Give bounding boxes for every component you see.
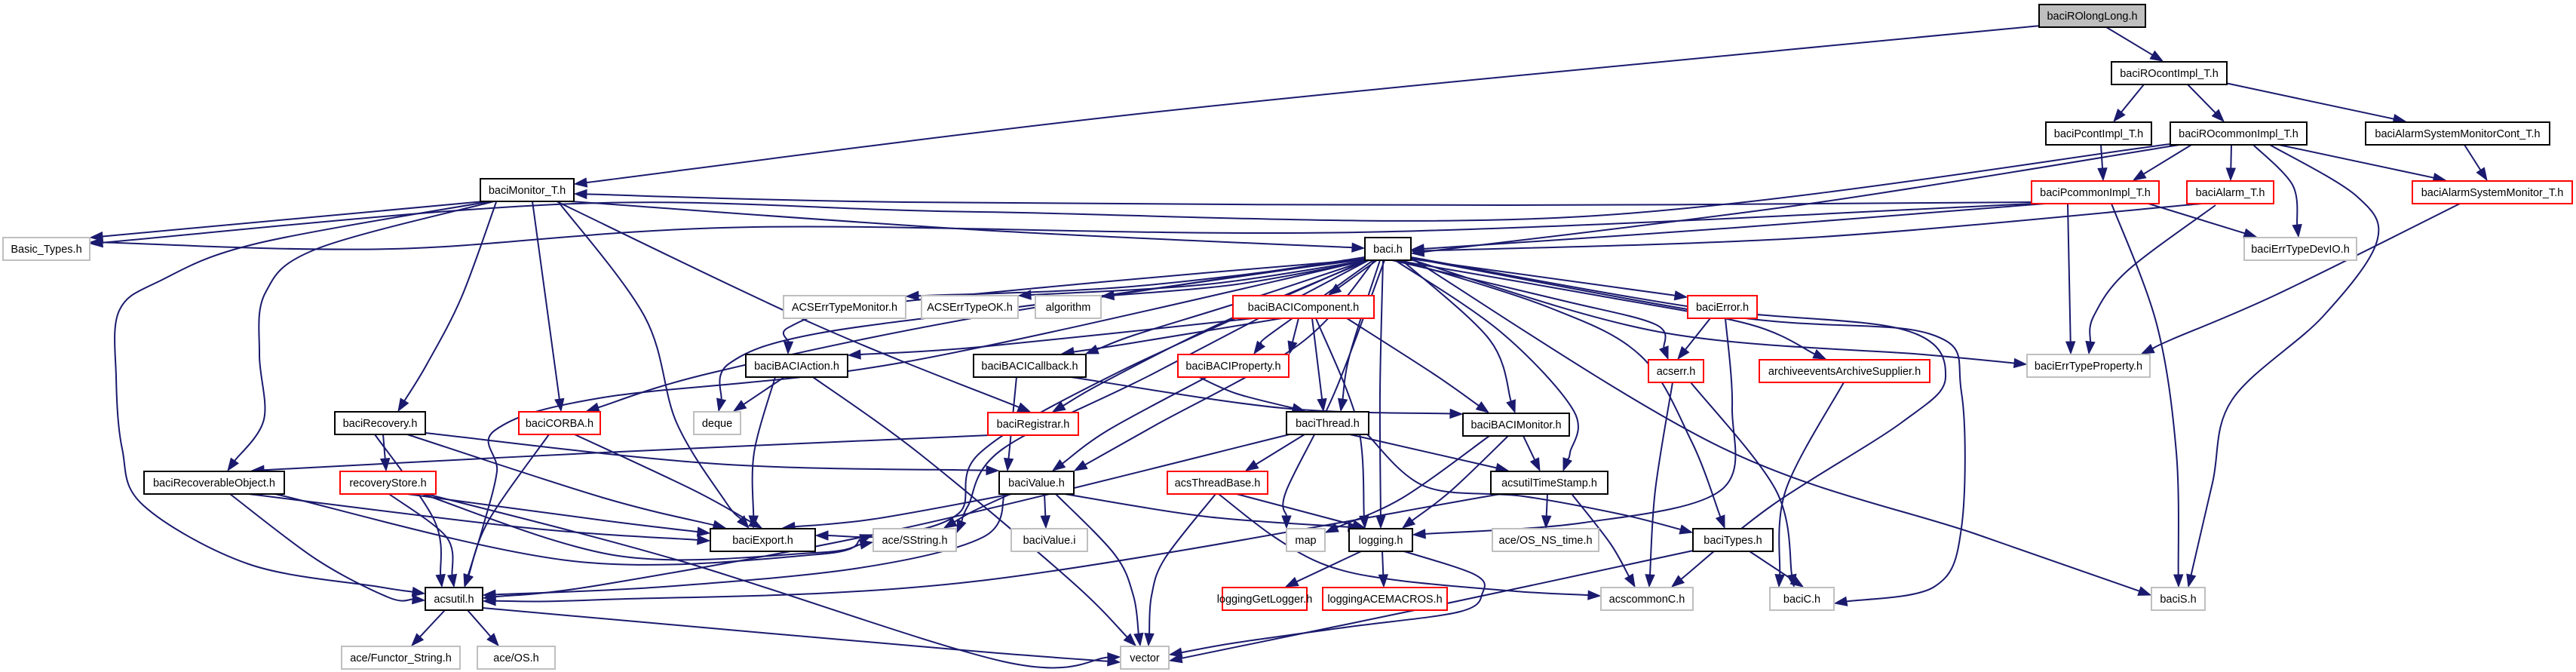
svg-text:baciPcontImpl_T.h: baciPcontImpl_T.h	[2054, 128, 2143, 140]
svg-text:baciRegistrar.h: baciRegistrar.h	[997, 419, 1070, 431]
svg-text:baciAlarm_T.h: baciAlarm_T.h	[2196, 187, 2265, 199]
svg-text:logging.h: logging.h	[1359, 535, 1403, 547]
svg-text:baciAlarmSystemMonitor_T.h: baciAlarmSystemMonitor_T.h	[2421, 187, 2564, 199]
svg-text:vector: vector	[1130, 652, 1160, 664]
svg-text:baciTypes.h: baciTypes.h	[1704, 535, 1762, 547]
svg-text:baciBACIMonitor.h: baciBACIMonitor.h	[1470, 419, 1561, 431]
svg-text:baciBACIAction.h: baciBACIAction.h	[754, 361, 839, 373]
svg-text:baciThread.h: baciThread.h	[1296, 418, 1360, 430]
svg-text:ace/SString.h: ace/SString.h	[882, 535, 947, 547]
svg-text:archiveeventsArchiveSupplier.h: archiveeventsArchiveSupplier.h	[1768, 366, 1921, 378]
svg-text:baciBACIComponent.h: baciBACIComponent.h	[1248, 302, 1360, 314]
svg-text:deque: deque	[702, 418, 732, 430]
svg-text:baciValue.h: baciValue.h	[1008, 477, 1065, 489]
svg-text:algorithm: algorithm	[1046, 302, 1091, 314]
svg-text:Basic_Types.h: Basic_Types.h	[11, 244, 81, 256]
svg-text:recoveryStore.h: recoveryStore.h	[349, 477, 426, 489]
svg-text:baciRecoverableObject.h: baciRecoverableObject.h	[153, 477, 275, 489]
svg-text:ACSErrTypeOK.h: ACSErrTypeOK.h	[927, 302, 1013, 314]
svg-text:baciAlarmSystemMonitorCont_T.h: baciAlarmSystemMonitorCont_T.h	[2375, 128, 2540, 140]
svg-text:baci.h: baci.h	[1373, 244, 1403, 256]
svg-text:baciCORBA.h: baciCORBA.h	[526, 418, 593, 430]
svg-text:baciMonitor_T.h: baciMonitor_T.h	[489, 185, 566, 197]
svg-text:baciBACIProperty.h: baciBACIProperty.h	[1185, 361, 1280, 373]
svg-text:acsutil.h: acsutil.h	[434, 594, 474, 606]
svg-text:baciErrTypeProperty.h: baciErrTypeProperty.h	[2035, 361, 2142, 373]
svg-text:acsThreadBase.h: acsThreadBase.h	[1175, 477, 1261, 489]
svg-text:baciRecovery.h: baciRecovery.h	[343, 418, 418, 430]
svg-text:baciROlongLong.h: baciROlongLong.h	[2047, 11, 2137, 23]
svg-text:baciExport.h: baciExport.h	[732, 535, 793, 547]
svg-text:ace/Functor_String.h: ace/Functor_String.h	[350, 652, 452, 664]
svg-text:baciC.h: baciC.h	[1783, 594, 1820, 606]
svg-text:ace/OS_NS_time.h: ace/OS_NS_time.h	[1498, 535, 1592, 547]
svg-text:baciError.h: baciError.h	[1696, 302, 1749, 314]
svg-text:baciErrTypeDevIO.h: baciErrTypeDevIO.h	[2251, 244, 2350, 256]
svg-text:loggingACEMACROS.h: loggingACEMACROS.h	[1327, 594, 1442, 606]
svg-text:loggingGetLogger.h: loggingGetLogger.h	[1217, 594, 1313, 606]
svg-text:baciROcommonImpl_T.h: baciROcommonImpl_T.h	[2179, 128, 2298, 140]
svg-text:baciROcontImpl_T.h: baciROcontImpl_T.h	[2120, 68, 2219, 80]
svg-text:baciS.h: baciS.h	[2160, 594, 2196, 606]
svg-text:baciPcommonImpl_T.h: baciPcommonImpl_T.h	[2040, 187, 2151, 199]
svg-text:baciBACICallback.h: baciBACICallback.h	[981, 361, 1078, 373]
svg-text:ACSErrTypeMonitor.h: ACSErrTypeMonitor.h	[792, 302, 897, 314]
svg-text:baciValue.i: baciValue.i	[1023, 535, 1076, 547]
svg-text:acsutilTimeStamp.h: acsutilTimeStamp.h	[1501, 477, 1597, 489]
svg-text:acserr.h: acserr.h	[1657, 366, 1696, 378]
svg-text:acscommonC.h: acscommonC.h	[1609, 594, 1685, 606]
svg-text:map: map	[1295, 535, 1316, 547]
svg-text:ace/OS.h: ace/OS.h	[493, 652, 538, 664]
